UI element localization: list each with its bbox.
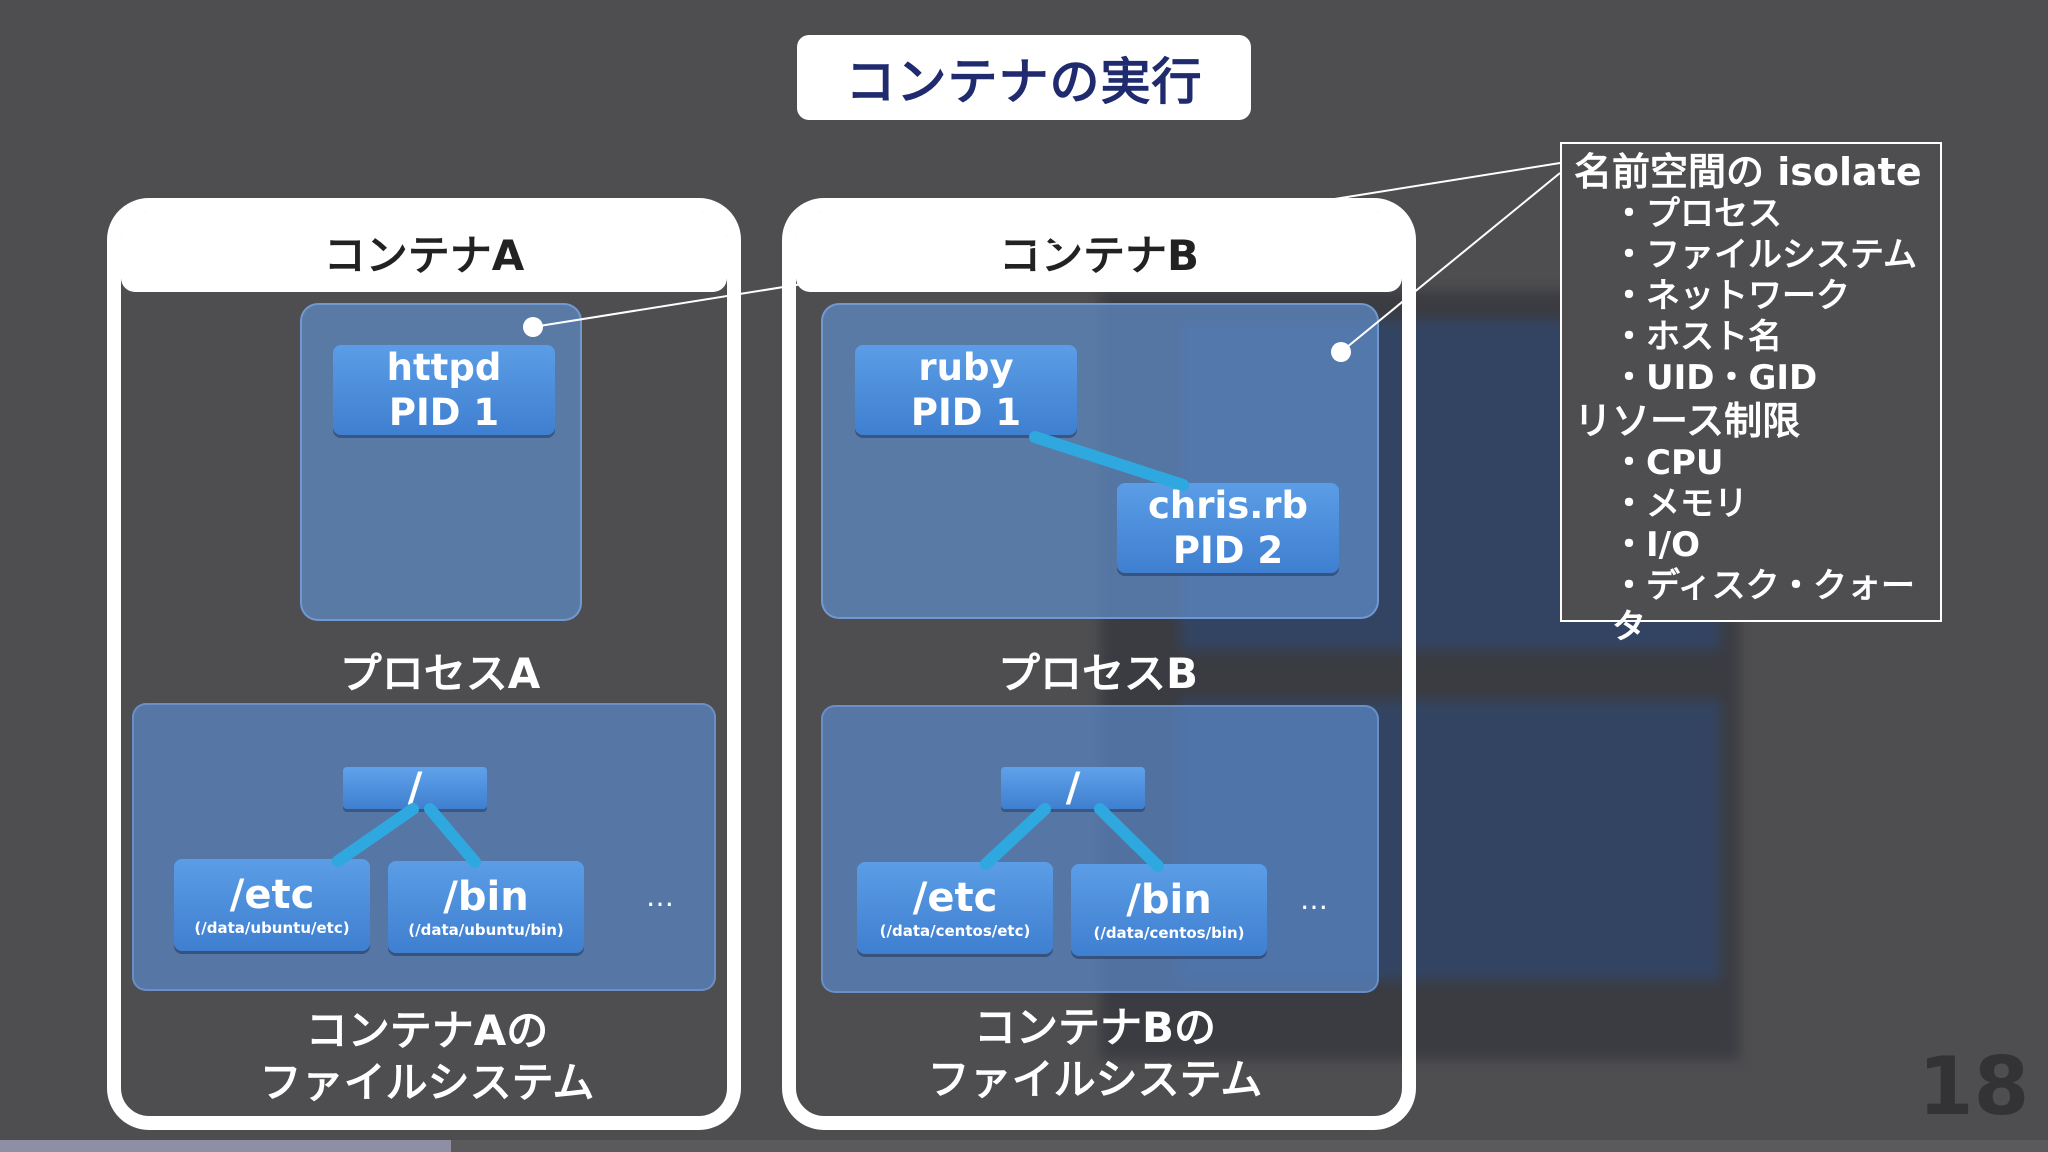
- dir-path: (/data/ubuntu/etc): [194, 919, 350, 937]
- resource-item: ・I/O: [1612, 525, 1700, 565]
- namespace-item: ・プロセス: [1612, 194, 1782, 234]
- process-pid: PID 2: [1172, 529, 1284, 572]
- dir-name: /etc: [229, 872, 315, 918]
- fs-b-etc-dir: /etc (/data/centos/etc): [857, 862, 1053, 954]
- process-chris-box: chris.rb PID 2: [1117, 483, 1339, 573]
- namespace-item: ・ネットワーク: [1612, 276, 1850, 316]
- dir-name: /bin: [443, 874, 529, 920]
- process-name: ruby: [918, 346, 1014, 389]
- slide-progress-fill: [0, 1140, 451, 1152]
- process-b-label: プロセスB: [997, 649, 1198, 698]
- fs-a-tree-edge-bin: [424, 803, 481, 868]
- isolation-info-box: 名前空間の isolate ・プロセス ・ファイルシステム ・ネットワーク ・ホ…: [1560, 142, 1942, 647]
- fs-b-label: コンテナBの ファイルシステム: [845, 1002, 1345, 1106]
- callout-line-a: [532, 162, 1561, 328]
- fs-a-more-ellipsis: …: [646, 880, 680, 913]
- callout-line-b: [1340, 172, 1561, 353]
- fs-b-tree-edge-etc: [980, 803, 1051, 870]
- container-b-frame: コンテナB: [782, 198, 1416, 1130]
- fs-b-label-line1: コンテナBの: [973, 1003, 1216, 1052]
- fs-a-label-line1: コンテナAの: [305, 1006, 549, 1055]
- resource-limit-heading: リソース制限: [1574, 399, 1801, 443]
- fs-a-tree-edge-etc: [332, 803, 419, 867]
- process-ruby-box: ruby PID 1: [855, 345, 1077, 435]
- process-pid: PID 1: [388, 391, 500, 434]
- dir-path: (/data/ubuntu/bin): [408, 921, 564, 939]
- process-tree-edge: [1029, 431, 1189, 491]
- namespace-item: ・ファイルシステム: [1612, 235, 1917, 275]
- namespace-heading: 名前空間の isolate: [1574, 150, 1922, 194]
- fs-b-root-dir: /: [1001, 765, 1145, 811]
- fs-a-etc-dir: /etc (/data/ubuntu/etc): [174, 859, 370, 951]
- fs-a-label-line2: ファイルシステム: [259, 1058, 595, 1107]
- process-name: chris.rb: [1147, 484, 1308, 527]
- dir-name: /bin: [1126, 877, 1212, 923]
- container-a-frame: コンテナA: [107, 198, 741, 1130]
- fs-a-label: コンテナAの ファイルシステム: [177, 1005, 677, 1109]
- fs-b-bin-dir: /bin (/data/centos/bin): [1071, 864, 1267, 956]
- process-httpd-box: httpd PID 1: [333, 345, 555, 435]
- resource-item: ・ディスク・クォータ: [1612, 566, 1915, 647]
- fs-b-more-ellipsis: …: [1300, 883, 1334, 916]
- process-a-label: プロセスA: [339, 649, 541, 698]
- dir-path: (/data/centos/etc): [879, 922, 1031, 940]
- fs-a-root-dir: /: [343, 765, 487, 811]
- container-b-header: コンテナB: [796, 212, 1402, 292]
- namespace-item: ・UID・GID: [1612, 358, 1818, 398]
- process-pid: PID 1: [910, 391, 1022, 434]
- page-number: 18: [1918, 1040, 2030, 1133]
- fs-a-bin-dir: /bin (/data/ubuntu/bin): [388, 861, 584, 953]
- dir-path: (/data/centos/bin): [1093, 924, 1245, 942]
- fs-b-label-line2: ファイルシステム: [927, 1055, 1263, 1104]
- slide-title: コンテナの実行: [797, 35, 1251, 120]
- slide-progress-bar: [0, 1140, 2048, 1152]
- resource-item: ・CPU: [1612, 443, 1724, 483]
- process-name: httpd: [386, 346, 502, 389]
- container-a-header: コンテナA: [121, 212, 727, 292]
- namespace-item: ・ホスト名: [1612, 317, 1782, 357]
- fs-b-tree-edge-bin: [1094, 803, 1164, 872]
- dir-name: /etc: [912, 875, 998, 921]
- resource-item: ・メモリ: [1612, 484, 1748, 524]
